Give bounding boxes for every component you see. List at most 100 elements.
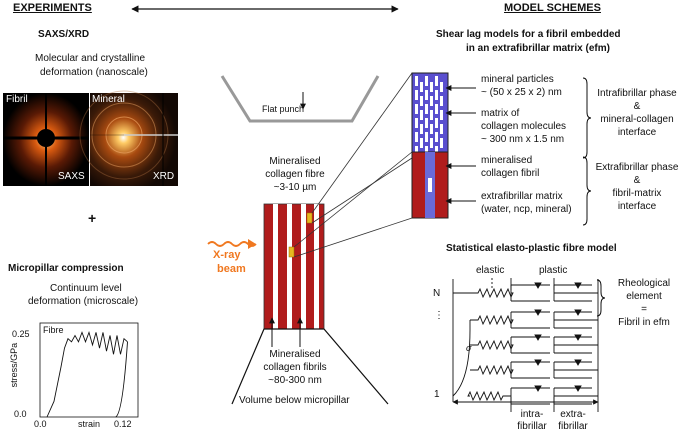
spring-element xyxy=(453,287,514,299)
stress-curve xyxy=(452,320,471,397)
stress-strain-chart xyxy=(39,322,139,418)
extra-phase-4: interface xyxy=(617,201,657,212)
saxs-panel-label: SAXS xyxy=(58,171,85,182)
slider-element xyxy=(510,311,550,329)
sigma-label: σ xyxy=(466,343,472,353)
mineral-particle xyxy=(425,132,428,142)
slider-element xyxy=(510,336,550,354)
fibre-label-1: Mineralised xyxy=(269,156,321,167)
unload-curve xyxy=(115,341,128,418)
mineral-particle xyxy=(435,146,438,156)
fibrils-label-2: collagen fibrils xyxy=(263,362,327,373)
extra-fibrillar-2: fibrillar xyxy=(558,421,588,432)
chart-title: Fibre xyxy=(43,325,64,335)
mineral-particle xyxy=(425,104,428,114)
mineral-particle xyxy=(420,96,423,106)
statistical-title: Statistical elasto-plastic fibre model xyxy=(446,243,617,254)
mineral-particle xyxy=(440,96,443,106)
micropillar-title: Micropillar compression xyxy=(8,263,124,274)
mineral-particle xyxy=(430,124,433,134)
rheo-label-1: Rheological xyxy=(617,278,671,289)
mineral-particle xyxy=(435,90,438,100)
mineral-label-2: ~ (50 x 25 x 2) nm xyxy=(481,87,562,98)
dots-label: ⋮ xyxy=(434,310,444,321)
mineral-particle xyxy=(440,138,443,148)
mineral-particle xyxy=(430,110,433,120)
rheo-label-2: element xyxy=(626,291,662,302)
x-axis-label: strain xyxy=(78,419,101,429)
mineral-particle xyxy=(420,110,423,120)
matrix-label-3: ~ 300 nm x 1.5 nm xyxy=(481,134,565,145)
flat-punch-shape xyxy=(220,75,380,123)
mineral-label-1: mineral particles xyxy=(481,74,554,85)
rheo-brace xyxy=(596,279,606,317)
mineral-particle xyxy=(420,82,423,92)
mineral-particle xyxy=(425,146,428,156)
mineral-particle xyxy=(435,76,438,86)
mineral-particle xyxy=(415,76,418,86)
intra-phase-3: mineral-collagen xyxy=(600,114,674,125)
elastic-label: elastic xyxy=(476,265,505,276)
rheo-label-3: = xyxy=(641,304,647,315)
micropillar-subtitle-1: Continuum level xyxy=(50,283,122,294)
fibrils-label-3: ~80-300 nm xyxy=(268,375,322,386)
flat-punch-label: Flat punch xyxy=(262,104,305,114)
matrix-label-2: collagen molecules xyxy=(481,121,567,132)
rheo-label-4: Fibril in efm xyxy=(618,317,670,328)
collagen-fibre-block xyxy=(263,203,325,330)
one-label: 1 xyxy=(434,389,440,400)
extra-phase-2: & xyxy=(633,175,641,186)
intra-phase-2: & xyxy=(633,101,641,112)
shear-lag-title-2: in an extrafibrillar matrix (efm) xyxy=(466,43,610,54)
intra-phase-4: interface xyxy=(617,127,657,138)
matrix-label-1: matrix of xyxy=(481,108,520,119)
fibrils-label-1: Mineralised xyxy=(269,349,321,360)
mineral-particle xyxy=(440,124,443,134)
mineral-particle xyxy=(430,82,433,92)
fibre-model-diagram xyxy=(452,278,599,412)
mineral-particle xyxy=(435,132,438,142)
fibril-label-2: collagen fibril xyxy=(481,168,540,179)
experiments-header: EXPERIMENTS xyxy=(13,2,92,14)
efm-label-2: (water, ncp, mineral) xyxy=(481,204,572,215)
extrafibrillar-model-box xyxy=(411,151,449,219)
mineral-particle xyxy=(440,110,443,120)
slider-element xyxy=(510,284,550,302)
mineral-particle xyxy=(420,138,423,148)
xrd-pattern-image xyxy=(79,90,178,186)
intra-fibrillar-2: fibrillar xyxy=(517,421,547,432)
mineral-particle xyxy=(435,118,438,128)
fibre-label-3: ~3-10 µm xyxy=(273,182,317,193)
models-header: MODEL SCHEMES xyxy=(504,2,601,14)
xray-label-2: beam xyxy=(217,263,246,275)
mineral-particle xyxy=(430,138,433,148)
fibril-panel-label: Fibril xyxy=(6,94,28,105)
mineral-panel-label: Mineral xyxy=(92,94,125,105)
plus-sign: + xyxy=(88,210,97,226)
xray-label-1: X-ray xyxy=(213,249,241,261)
spring-element xyxy=(467,390,511,402)
y-tick-bottom: 0.0 xyxy=(14,409,27,419)
mineral-particle xyxy=(420,124,423,134)
micropillar-volume xyxy=(231,328,389,405)
micropillar-subtitle-2: deformation (microscale) xyxy=(28,296,139,307)
slider-element xyxy=(510,361,550,379)
efm-label-1: extrafibrillar matrix xyxy=(481,191,563,202)
n-label: N xyxy=(433,288,441,299)
saxs-pattern-image xyxy=(3,93,89,186)
intrafibrillar-model-box xyxy=(411,72,449,159)
saxs-title: SAXS/XRD xyxy=(38,29,90,40)
mineral-particle xyxy=(425,90,428,100)
fibre-label-2: collagen fibre xyxy=(265,169,325,180)
intra-brace xyxy=(582,77,592,159)
mineral-particle xyxy=(415,132,418,142)
saxs-subtitle-2: deformation (nanoscale) xyxy=(40,67,148,78)
extra-fibrillar-1: extra- xyxy=(560,409,586,420)
volume-label: Volume below micropillar xyxy=(239,395,350,406)
extra-phase-1: Extrafibrillar phase xyxy=(595,162,679,173)
x-tick-right: 0.12 xyxy=(114,419,132,429)
fibril-label-1: mineralised xyxy=(481,155,533,166)
mineral-particle xyxy=(425,76,428,86)
chart-frame xyxy=(39,322,139,418)
